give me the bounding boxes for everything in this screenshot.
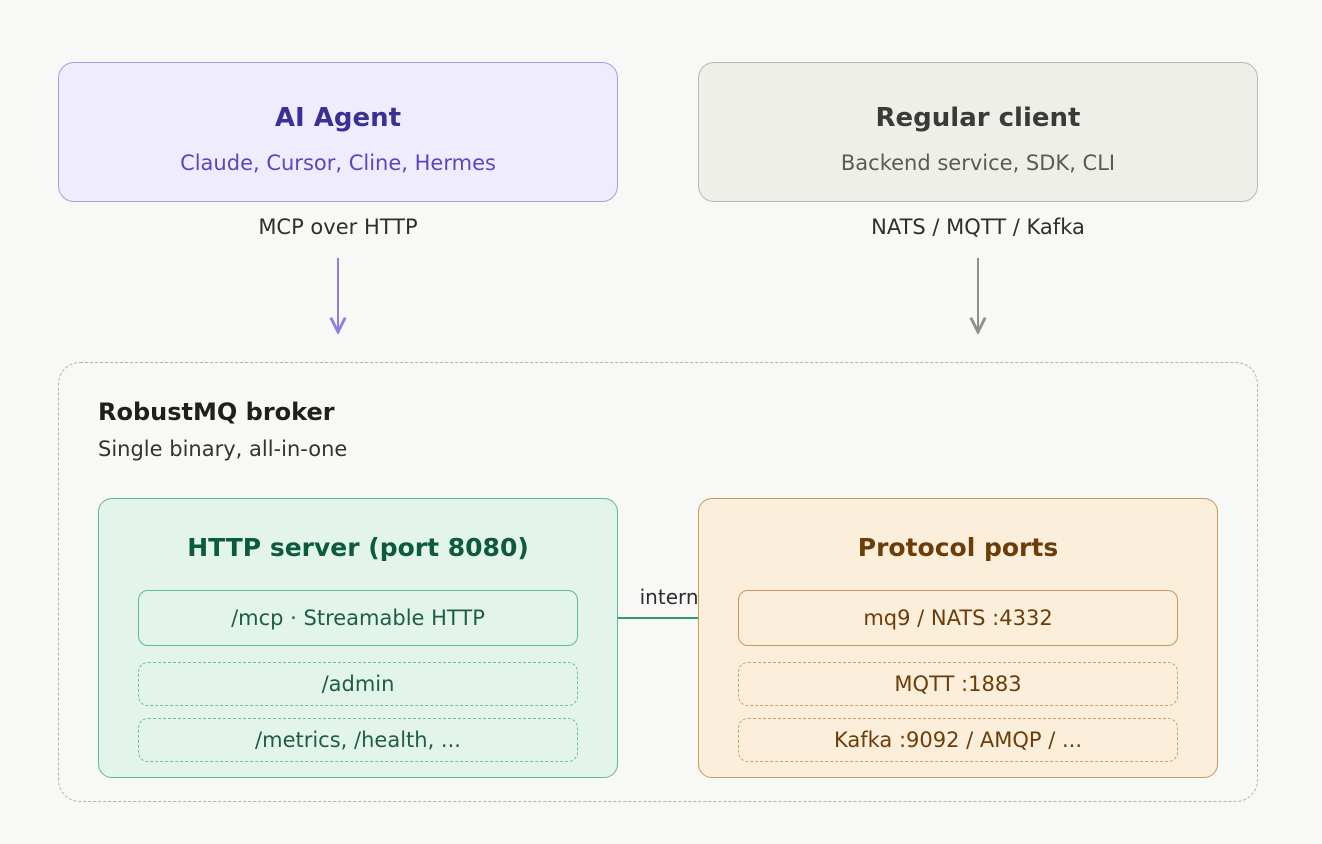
http-server-title: HTTP server (port 8080) xyxy=(187,533,529,562)
broker-subtitle: Single binary, all-in-one xyxy=(98,437,348,461)
regular-client-node: Regular client Backend service, SDK, CLI xyxy=(698,62,1258,202)
route-metrics-health: /metrics, /health, ... xyxy=(138,718,578,762)
route-admin: /admin xyxy=(138,662,578,706)
port-kafka-amqp: Kafka :9092 / AMQP / ... xyxy=(738,718,1178,762)
route-mcp: /mcp · Streamable HTTP xyxy=(138,590,578,646)
broker-title: RobustMQ broker xyxy=(98,398,335,426)
nats-mqtt-kafka-label: NATS / MQTT / Kafka xyxy=(871,215,1085,239)
ai-agent-node: AI Agent Claude, Cursor, Cline, Hermes xyxy=(58,62,618,202)
regular-client-title: Regular client xyxy=(875,103,1081,133)
regular-client-subtitle: Backend service, SDK, CLI xyxy=(840,151,1116,175)
port-mq9-nats: mq9 / NATS :4332 xyxy=(738,590,1178,646)
ai-agent-subtitle: Claude, Cursor, Cline, Hermes xyxy=(180,151,496,175)
mcp-over-http-label: MCP over HTTP xyxy=(258,215,418,239)
port-mqtt: MQTT :1883 xyxy=(738,662,1178,706)
robustmq-broker-container xyxy=(58,362,1258,802)
protocol-ports-title: Protocol ports xyxy=(857,533,1059,562)
ai-agent-title: AI Agent xyxy=(274,103,402,133)
